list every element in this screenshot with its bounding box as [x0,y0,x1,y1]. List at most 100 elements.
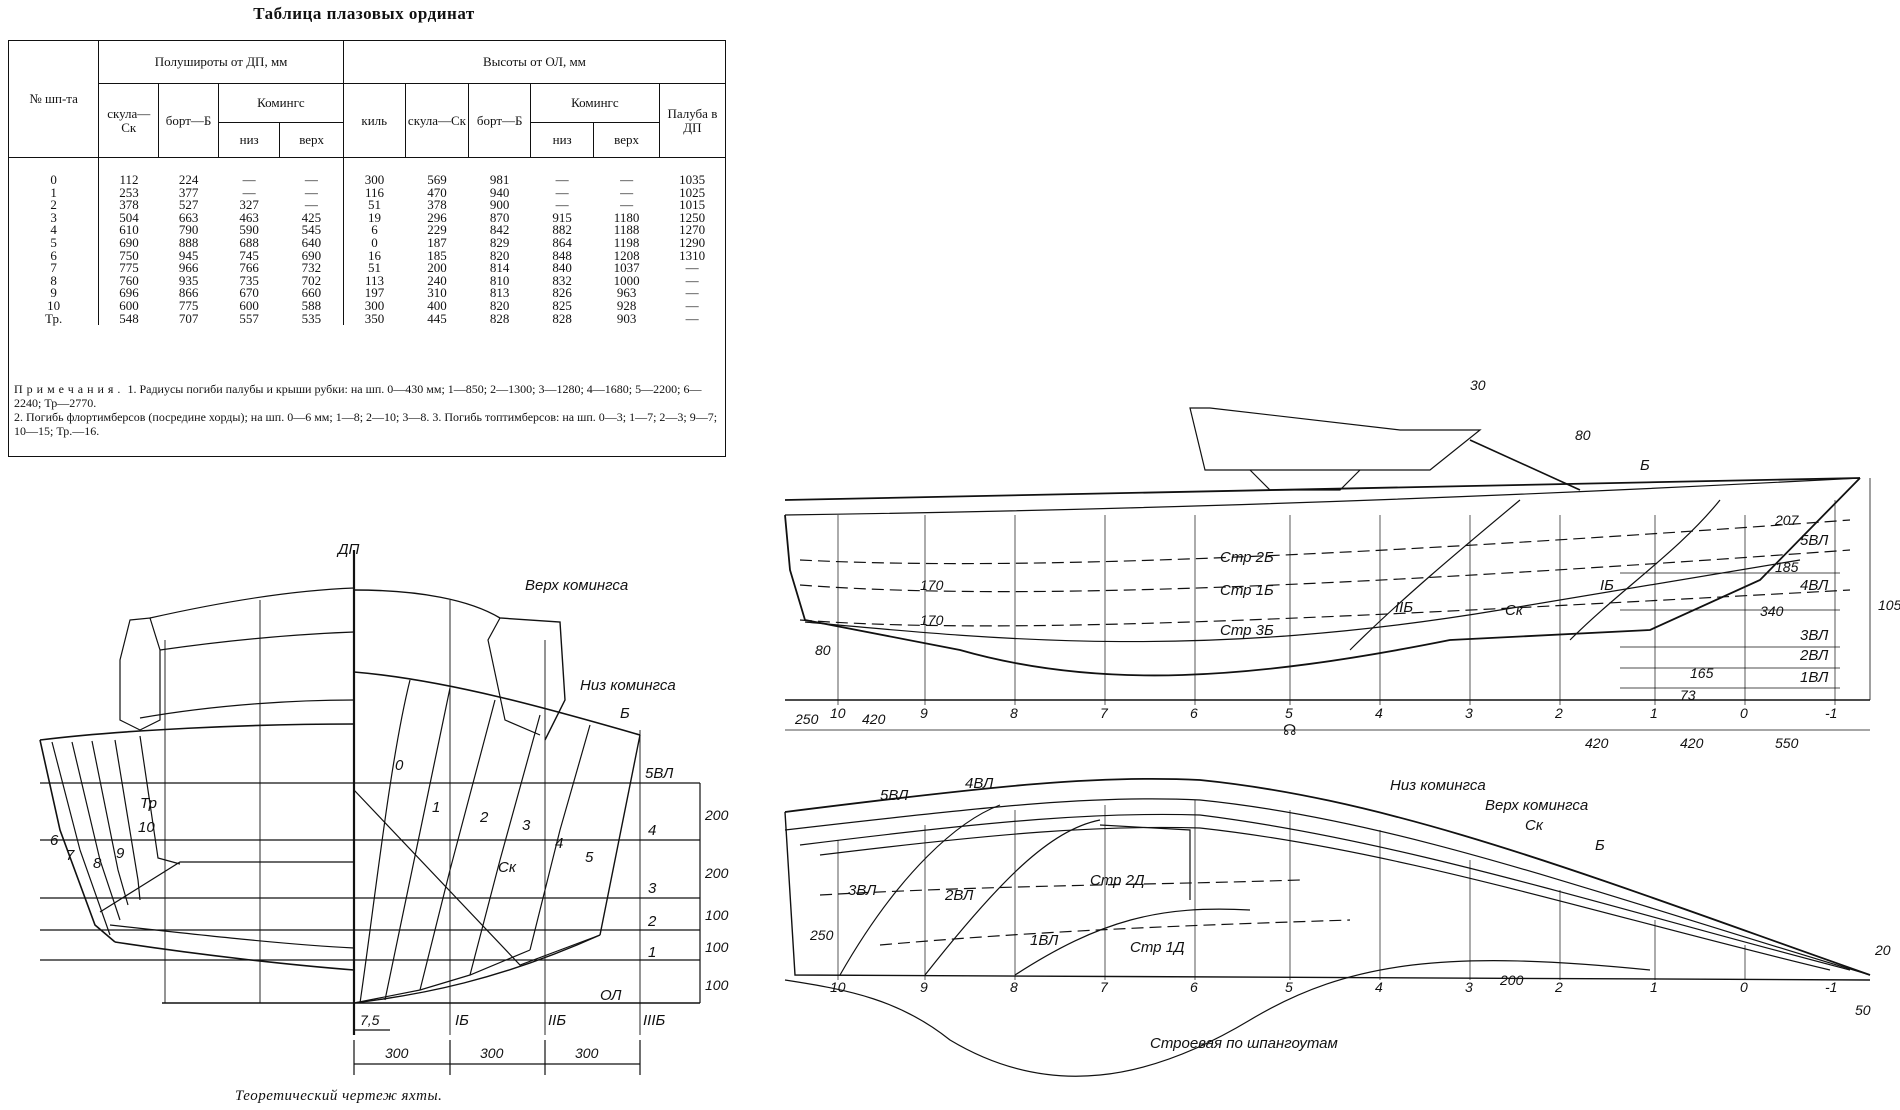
plan-label-area-curve: Строевая по шпангоутам [1150,1035,1338,1052]
table-cell: — [555,172,569,187]
profile-frame-8: 8 [1010,705,1018,721]
table-cell: 545 [301,222,322,238]
plan-frame-4: 4 [1375,979,1383,995]
aft-bottom-inner [109,924,355,949]
table-cell: 750 [98,249,159,263]
table-cell: 240 [427,272,447,288]
plan-label-sheer: Б [1595,837,1605,854]
header-sheer: борт—Б [158,83,219,158]
table-cell: 0 [342,236,406,250]
profile-frame-2: 2 [1554,705,1563,721]
table-cell: — [685,297,699,313]
table-cell: 848 [552,247,572,263]
plan-label-str-2d: Стр 2Д [1090,872,1145,889]
table-cell: 981 [489,172,510,187]
plan-view [784,777,1871,1077]
profile-label-buttock-1: IБ [1600,577,1614,594]
frame-0 [359,679,411,1004]
label-wl-5: 5ВЛ [645,765,674,782]
table-cell: 1270 [679,222,706,238]
header-coaming-top-h: верх [593,122,660,158]
header-coaming-top: верх [279,122,344,158]
profile-dim-550: 550 [1775,735,1799,751]
table-cell: 760 [98,274,159,288]
profile-frame-5: 5 [1285,705,1293,721]
table-cell: 1188 [613,222,640,238]
table-cell: — [242,172,256,187]
table-cell: 1208 [613,247,640,263]
table-cell: — [685,272,699,288]
table-cell: 1198 [613,234,640,250]
table-cell: 300 [342,157,406,187]
plan-label-3vl: 3ВЛ [848,882,877,899]
table-cell: 790 [178,222,199,238]
table-cell: 940 [489,184,510,200]
plan-label-2vl: 2ВЛ [944,887,974,904]
frame-6 [51,741,111,936]
plan-frame-2: 2 [1554,979,1563,995]
profile-dim-80-left: 80 [815,642,831,658]
table-cell: 569 [427,172,447,187]
fwd-keel [353,949,531,1004]
table-cell: 535 [301,310,322,326]
plan-dim-200: 200 [1499,972,1524,988]
profile-frame-10: 10 [830,705,846,721]
plan-frame-10: 10 [830,979,846,995]
header-chine-h: скула—Ск [404,83,470,158]
table-cell: — [685,285,699,301]
dim-wl-100a: 100 [705,907,729,923]
table-cell: — [620,197,634,213]
table-cell: — [685,260,699,276]
profile-label-wl-1: 1ВЛ [1800,669,1829,686]
table-cell: 825 [552,297,572,313]
label-sheer: Б [620,705,630,722]
plan-dim-50: 50 [1855,1002,1871,1018]
profile-dim-420b: 420 [1585,735,1609,751]
frame-9 [114,739,141,901]
table-cell: 660 [301,285,322,301]
table-cell: 1015 [679,197,706,213]
label-frame-9: 9 [116,845,125,862]
label-frame-3: 3 [522,817,531,834]
plan-wl-1 [1014,908,1251,976]
table-cell: 1250 [679,209,706,225]
table-cell: 378 [427,197,447,213]
profile-frame-1: 1 [1650,705,1658,721]
fwd-coaming-inner [487,617,541,736]
aft-cabin-top [149,587,355,619]
plan-frame-1: 1 [1650,979,1658,995]
table-cell: 820 [489,297,510,313]
header-coaming-h: Комингс [530,83,660,123]
profile-str-2b [799,519,1851,565]
header-heights: Высоты от ОЛ, мм [342,41,725,84]
table-cell: 600 [98,299,159,313]
profile-label-wl-3: 3ВЛ [1800,627,1829,644]
table-cell: 640 [301,234,322,250]
dim-hb-1: 300 [385,1045,409,1061]
aft-sheer [39,723,355,741]
label-frame-5: 5 [585,849,594,866]
profile-label-wl-2: 2ВЛ [1799,647,1829,664]
table-cell: 870 [489,209,510,225]
frame-8 [91,740,129,906]
fwd-chine [353,789,601,966]
table-cell: 527 [178,197,199,213]
table-cell: 810 [489,272,510,288]
notes-line-2: 2. Погибь флортимберсов (посредине хорды… [14,410,718,438]
plan-label-4vl: 4ВЛ [965,775,994,792]
table-cell: 51 [342,198,406,212]
sectional-area-curve [784,960,1651,1077]
frame-7 [71,741,121,921]
cabin-roof [1189,407,1482,471]
table-cell: — [620,172,634,187]
plan-frame-7: 7 [1100,979,1109,995]
table-cell: 400 [427,297,447,313]
table-cell: 690 [301,247,322,263]
frame-2 [419,699,496,991]
frame-5 [599,734,641,936]
